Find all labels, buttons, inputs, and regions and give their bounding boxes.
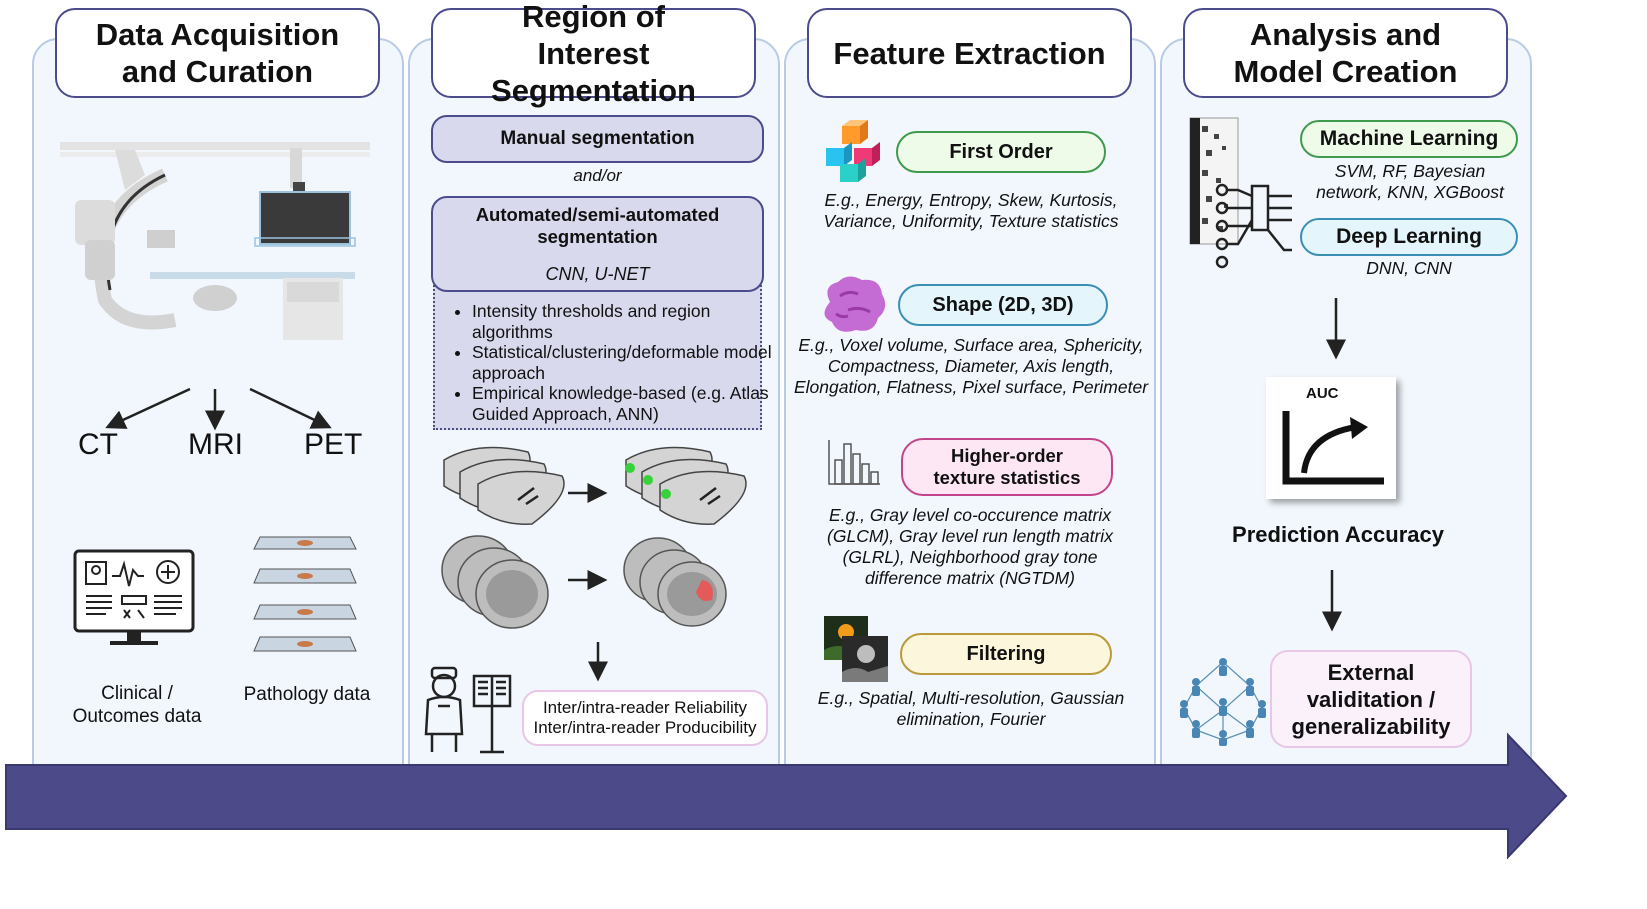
features-title: Feature Extraction: [807, 8, 1132, 98]
deep-learning-desc: DNN, CNN: [1366, 258, 1452, 278]
down-arrow-validation: [1322, 570, 1342, 632]
machine-learning-desc: SVM, RF, Bayesian network, KNN, XGBoost: [1316, 161, 1504, 202]
deep-learning-pill: Deep Learning: [1300, 218, 1518, 256]
histogram-icon: [828, 440, 880, 485]
roc-curve-icon: [1282, 411, 1384, 485]
method-item: Empirical knowledge-based (e.g. Atlas Gu…: [472, 383, 772, 424]
modality-ct: CT: [78, 428, 118, 461]
filtering-desc: E.g., Spatial, Multi-resolution, Gaussia…: [817, 688, 1125, 729]
automated-methods-box: [433, 270, 762, 430]
shape-pill: Shape (2D, 3D): [898, 284, 1108, 326]
external-validation-box: External validitation / generalizability: [1270, 650, 1472, 748]
down-arrow-model: [1326, 298, 1346, 360]
shape-desc: E.g., Voxel volume, Surface area, Spheri…: [793, 335, 1149, 397]
method-item: Intensity thresholds and region algorith…: [472, 301, 772, 342]
modality-pet: PET: [304, 428, 363, 461]
analysis-title: Analysis and Model Creation: [1183, 8, 1508, 98]
acquisition-title: Data Acquisition and Curation: [55, 8, 380, 98]
filtering-pill: Filtering: [900, 633, 1112, 675]
reader-radiologist-icon: [424, 666, 512, 754]
filtered-images-icon: [824, 616, 888, 682]
reliability-line: Inter/intra-reader Reliability: [542, 698, 748, 717]
clinical-label: Clinical / Outcomes data: [72, 683, 202, 727]
prediction-accuracy-label: Prediction Accuracy: [1232, 522, 1444, 547]
modality-arrows: [105, 387, 332, 431]
down-arrow-segmentation: [588, 642, 608, 682]
automated-segmentation-box: [431, 196, 764, 292]
producibility-line: Inter/intra-reader Producibility: [533, 718, 757, 737]
auc-chart-icon: AUC: [1266, 377, 1396, 499]
automated-segmentation-title: Automated/semi-automated segmentation: [475, 204, 720, 247]
cubes-icon: [826, 120, 880, 182]
liver-segmentation-icon: [441, 446, 747, 629]
first-order-desc: E.g., Energy, Entropy, Skew, Kurtosis, V…: [823, 190, 1119, 231]
automated-examples: CNN, U-NET: [545, 264, 650, 284]
reliability-box: Inter/intra-reader Reliability Inter/int…: [522, 690, 768, 746]
angiography-scanner-icon: [60, 142, 370, 340]
modality-mri: MRI: [188, 428, 243, 461]
higher-order-desc: E.g., Gray level co-occurence matrix (GL…: [827, 505, 1113, 588]
acquisition-panel: [32, 38, 404, 830]
manual-segmentation-box: Manual segmentation: [431, 115, 764, 163]
first-order-pill: First Order: [896, 131, 1106, 173]
machine-learning-pill: Machine Learning: [1300, 120, 1518, 158]
auc-label: AUC: [1306, 385, 1339, 402]
population-network-icon: [1180, 658, 1266, 746]
pathology-slides-icon: [253, 536, 357, 652]
pathology-label: Pathology data: [243, 684, 371, 705]
shape-blob-icon: [824, 276, 886, 332]
andor-label: and/or: [573, 166, 622, 185]
higher-order-pill: Higher-order texture statistics: [901, 438, 1113, 496]
neural-network-chip-icon: [1189, 117, 1292, 269]
segmentation-methods-list: Intensity thresholds and region algorith…: [448, 301, 772, 424]
clinical-monitor-icon: [73, 549, 195, 645]
method-item: Statistical/clustering/deformable model …: [472, 342, 772, 383]
